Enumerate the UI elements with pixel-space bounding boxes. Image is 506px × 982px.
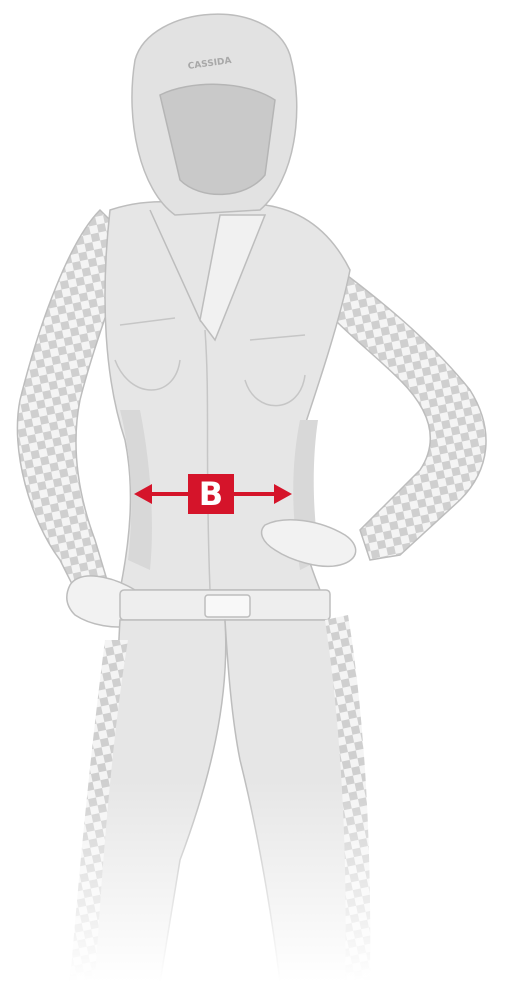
belt-buckle [205,595,250,617]
bottom-fade [0,780,506,982]
right-arm [335,270,486,560]
measurement-label-b: B [188,474,234,514]
